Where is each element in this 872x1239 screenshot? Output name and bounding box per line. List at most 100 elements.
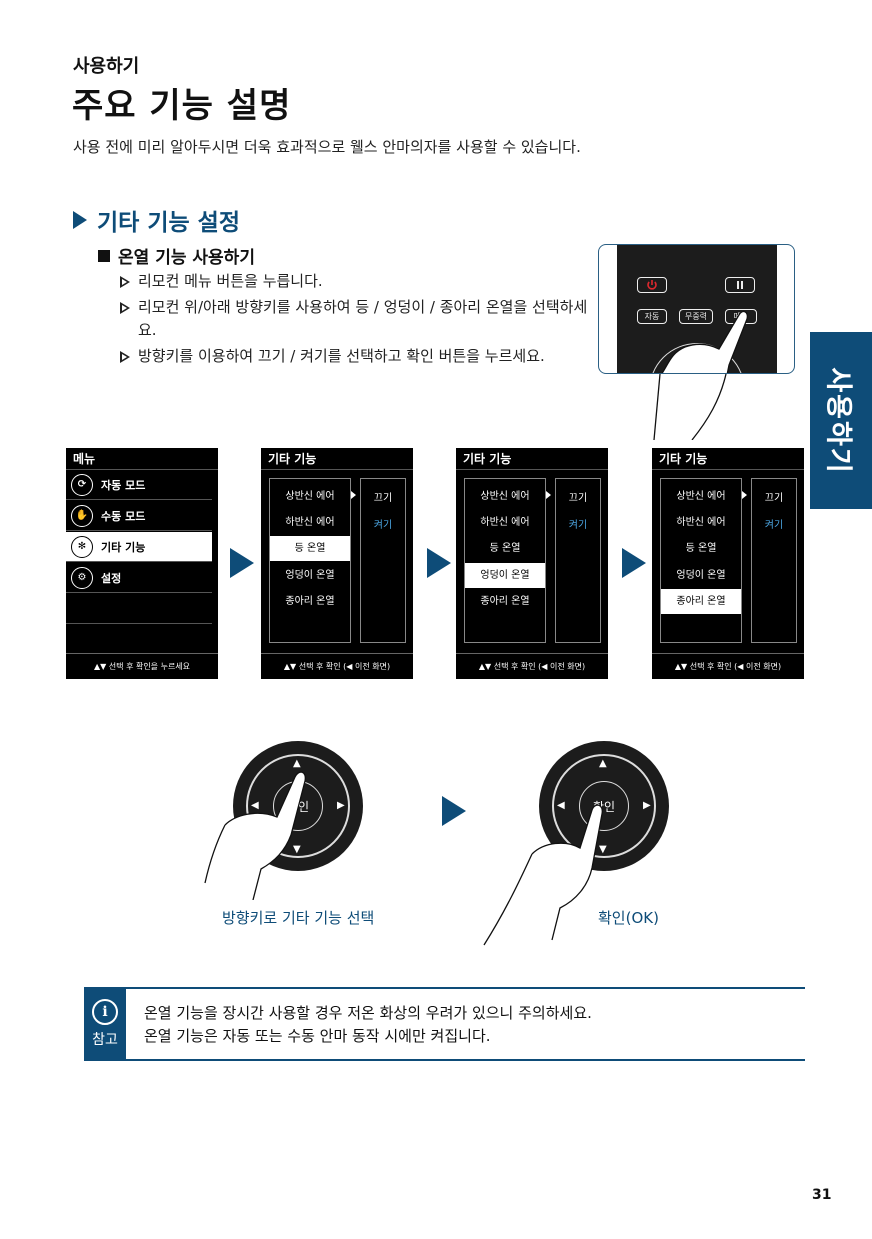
option-list: 상반신 에어 하반신 에어 등 온열 엉덩이 온열 종아리 온열 (269, 478, 351, 643)
screen-footer: ▲▼ 선택 후 확인 (◀ 이전 화면) (456, 653, 608, 679)
option-list: 상반신 에어 하반신 에어 등 온열 엉덩이 온열 종아리 온열 (464, 478, 546, 643)
option-hip-heat: 엉덩이 온열 (465, 563, 545, 588)
page-subtitle: 사용 전에 미리 알아두시면 더욱 효과적으로 웰스 안마의자를 사용할 수 있… (73, 138, 581, 156)
note-box: i 참고 온열 기능을 장시간 사용할 경우 저온 화상의 우려가 있으니 주의… (84, 987, 805, 1061)
pointing-hand-icon (204, 771, 306, 900)
page-title: 주요 기능 설명 (72, 86, 292, 126)
value-on: 켜기 (764, 520, 784, 531)
step-item: 리모컨 메뉴 버튼을 누릅니다. (120, 270, 595, 293)
screen-title: 기타 기능 (261, 448, 413, 470)
option-lower-air: 하반신 에어 (676, 517, 726, 528)
right-pointer-icon (546, 491, 551, 499)
step-bullet-icon (120, 351, 130, 363)
side-tab-label: 사용하기 (822, 366, 854, 475)
subheading: 온열 기능 사용하기 (98, 243, 255, 268)
square-bullet-icon (98, 249, 110, 262)
menu-item-extra-function: ✻ 기타 기능 (66, 532, 212, 562)
auto-mode-icon: ⟳ (71, 473, 93, 496)
screen-footer: ▲▼ 선택 후 확인 (◀ 이전 화면) (652, 653, 804, 679)
extra-screen-hip-heat: 기타 기능 상반신 에어 하반신 에어 등 온열 엉덩이 온열 종아리 온열 끄… (456, 448, 608, 679)
value-on: 켜기 (568, 520, 588, 531)
option-upper-air: 상반신 에어 (285, 491, 335, 502)
option-back-heat: 등 온열 (270, 536, 350, 561)
info-icon: i (92, 999, 118, 1025)
flow-arrow-icon (230, 548, 254, 578)
step-item: 리모컨 위/아래 방향키를 사용하여 등 / 엉덩이 / 종아리 온열을 선택하… (120, 296, 595, 342)
remote-auto-button: 자동 (637, 309, 667, 324)
option-list: 상반신 에어 하반신 에어 등 온열 엉덩이 온열 종아리 온열 (660, 478, 742, 643)
dpad-ring (246, 754, 350, 858)
menu-item-auto-mode: ⟳ 자동 모드 (66, 470, 212, 500)
option-hip-heat: 엉덩이 온열 (285, 570, 335, 581)
heading-triangle-icon (73, 211, 87, 229)
left-arrow-icon: ◀ (251, 800, 259, 811)
flow-arrow-icon (442, 796, 466, 826)
manual-mode-icon: ✋ (71, 504, 93, 527)
value-list: 끄기 켜기 (751, 478, 797, 643)
step-text: 리모컨 위/아래 방향키를 사용하여 등 / 엉덩이 / 종아리 온열을 선택하… (138, 298, 588, 339)
pause-icon (737, 281, 743, 289)
step-item: 방향키를 이용하여 끄기 / 켜기를 선택하고 확인 버튼을 누르세요. (120, 345, 595, 368)
value-off: 끄기 (764, 493, 784, 504)
right-arrow-icon: ▶ (337, 800, 345, 811)
power-button (637, 277, 667, 293)
note-line: 온열 기능을 장시간 사용할 경우 저온 화상의 우려가 있으니 주의하세요. (144, 1004, 592, 1022)
up-arrow-icon: ▲ (599, 758, 607, 769)
option-upper-air: 상반신 에어 (676, 491, 726, 502)
right-pointer-icon (742, 491, 747, 499)
step-bullet-icon (120, 302, 130, 314)
flow-arrow-icon (427, 548, 451, 578)
page-number: 31 (812, 1187, 832, 1203)
section-label: 사용하기 (73, 56, 140, 77)
menu-screen: 메뉴 ⟳ 자동 모드 ✋ 수동 모드 ✻ 기타 기능 ⚙ 설정 ▲▼ 선택 후 … (66, 448, 218, 679)
step-bullet-icon (120, 276, 130, 288)
section-heading-text: 기타 기능 설정 (97, 210, 240, 236)
screen-title: 기타 기능 (456, 448, 608, 470)
option-hip-heat: 엉덩이 온열 (676, 570, 726, 581)
step-text: 방향키를 이용하여 끄기 / 켜기를 선택하고 확인 버튼을 누르세요. (138, 347, 545, 365)
flow-arrow-icon (622, 548, 646, 578)
option-upper-air: 상반신 에어 (480, 491, 530, 502)
pause-button (725, 277, 755, 293)
menu-item-label: 설정 (101, 571, 122, 585)
extra-screen-back-heat: 기타 기능 상반신 에어 하반신 에어 등 온열 엉덩이 온열 종아리 온열 끄… (261, 448, 413, 679)
value-on: 켜기 (373, 520, 393, 531)
option-calf-heat: 종아리 온열 (661, 589, 741, 614)
extra-screen-calf-heat: 기타 기능 상반신 에어 하반신 에어 등 온열 엉덩이 온열 종아리 온열 끄… (652, 448, 804, 679)
down-arrow-icon: ▼ (599, 844, 607, 855)
power-icon (647, 280, 657, 290)
value-list: 끄기 켜기 (360, 478, 406, 643)
screen-footer: ▲▼ 선택 후 확인 (◀ 이전 화면) (261, 653, 413, 679)
note-label-box: i 참고 (84, 989, 126, 1059)
option-lower-air: 하반신 에어 (480, 517, 530, 528)
caption-ok: 확인(OK) (598, 909, 659, 927)
step-list: 리모컨 메뉴 버튼을 누릅니다. 리모컨 위/아래 방향키를 사용하여 등 / … (120, 270, 595, 368)
caption-direction-select: 방향키로 기타 기능 선택 (222, 909, 375, 927)
note-label: 참고 (92, 1032, 118, 1048)
down-arrow-icon: ▼ (293, 844, 301, 855)
dpad-ring (552, 754, 656, 858)
right-pointer-icon (351, 491, 356, 499)
right-arrow-icon: ▶ (643, 800, 651, 811)
step-text: 리모컨 메뉴 버튼을 누릅니다. (138, 272, 323, 290)
value-off: 끄기 (568, 493, 588, 504)
up-arrow-icon: ▲ (293, 758, 301, 769)
remote-illustration: 자동 무중력 메뉴 ▲ (598, 244, 795, 374)
extra-function-icon: ✻ (71, 535, 93, 558)
option-lower-air: 하반신 에어 (285, 517, 335, 528)
pointing-hand-icon (661, 310, 748, 373)
option-calf-heat: 종아리 온열 (285, 596, 335, 607)
menu-item-manual-mode: ✋ 수동 모드 (66, 501, 212, 531)
menu-item-label: 자동 모드 (101, 478, 146, 492)
section-heading: 기타 기능 설정 (73, 203, 240, 237)
option-back-heat: 등 온열 (685, 543, 717, 554)
menu-blank-row (66, 594, 212, 624)
hand-wrist-icon (653, 373, 727, 440)
screen-title: 기타 기능 (652, 448, 804, 470)
menu-item-label: 수동 모드 (101, 509, 146, 523)
option-back-heat: 등 온열 (489, 543, 521, 554)
value-off: 끄기 (373, 493, 393, 504)
left-arrow-icon: ◀ (557, 800, 565, 811)
note-line: 온열 기능은 자동 또는 수동 안마 동작 시에만 켜집니다. (144, 1027, 491, 1045)
side-section-tab: 사용하기 (810, 332, 872, 509)
